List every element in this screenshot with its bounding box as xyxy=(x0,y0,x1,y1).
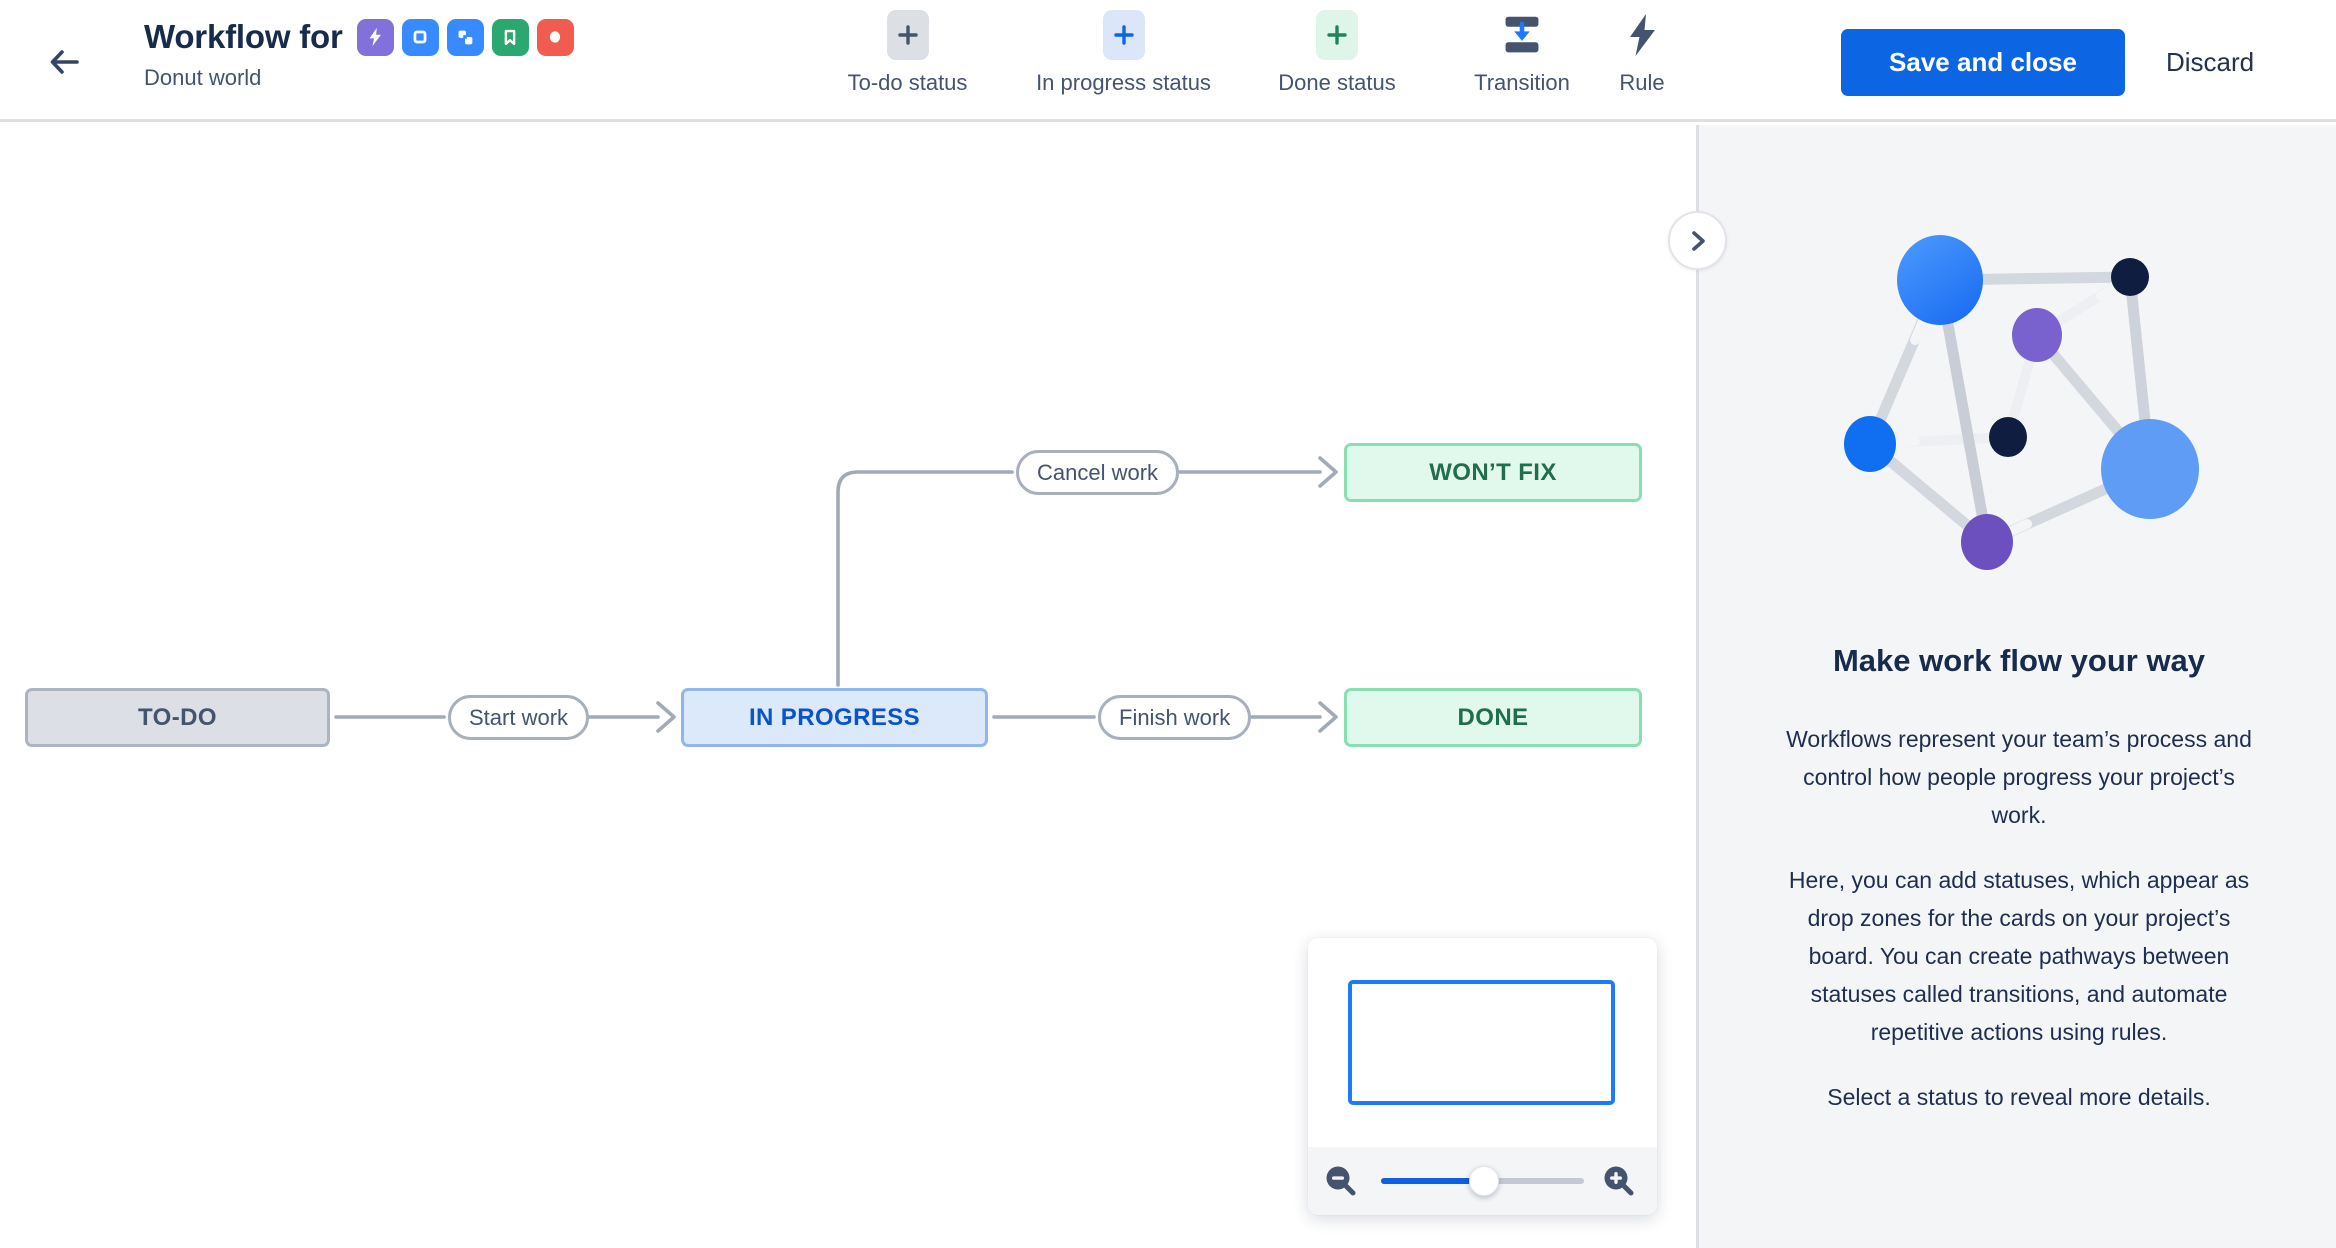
page-title: Workflow for xyxy=(144,18,343,55)
toolbar-label: Transition xyxy=(1474,70,1570,95)
plus-icon xyxy=(1316,10,1358,60)
toolbar-label: Done status xyxy=(1278,70,1396,95)
transition-connectors xyxy=(334,456,1338,733)
add-todo-status-button[interactable]: To-do status xyxy=(800,10,1015,96)
panel-heading: Make work flow your way xyxy=(1832,643,2206,678)
toolbar: To-do status In progress status Done sta… xyxy=(800,10,1682,96)
subtask-icon xyxy=(446,18,484,56)
back-arrow-icon xyxy=(50,50,79,74)
status-label: DONE xyxy=(1457,703,1529,731)
toolbar-label: Rule xyxy=(1619,70,1665,95)
status-node-todo[interactable]: TO-DO xyxy=(25,688,330,747)
zoom-slider-fill xyxy=(1381,1178,1484,1184)
minimap xyxy=(1308,938,1657,1215)
project-name: Donut world xyxy=(144,65,262,90)
panel-collapse-button[interactable] xyxy=(1668,211,1727,270)
node-purple-bottom xyxy=(1961,514,2013,570)
discard-button[interactable]: Discard xyxy=(2166,47,2255,77)
plus-icon xyxy=(1102,10,1145,60)
panel-paragraph: Here, you can add statuses, which appear… xyxy=(1788,867,2250,1045)
zoom-in-button[interactable] xyxy=(1602,1164,1636,1198)
node-purple-upper xyxy=(2012,308,2062,362)
workflow-canvas[interactable]: TO-DO IN PROGRESS DONE WON’T FIX Start w… xyxy=(0,125,1696,1248)
minimap-viewport-rect[interactable] xyxy=(1348,980,1615,1105)
transition-label: Finish work xyxy=(1119,704,1231,730)
minimap-zoom-bar xyxy=(1308,1147,1657,1215)
header: Workflow for xyxy=(0,0,2336,122)
rule-lightning-icon xyxy=(1621,10,1663,60)
toolbar-label: In progress status xyxy=(1036,70,1211,95)
title-block: Workflow for xyxy=(144,18,574,91)
bookmark-icon xyxy=(491,18,529,56)
node-navy-center xyxy=(1989,417,2027,457)
transition-label: Start work xyxy=(469,704,569,730)
add-done-status-button[interactable]: Done status xyxy=(1232,10,1442,96)
toolbar-label: To-do status xyxy=(847,70,968,95)
zoom-out-button[interactable] xyxy=(1324,1164,1358,1198)
status-node-done[interactable]: DONE xyxy=(1344,688,1642,747)
plus-icon xyxy=(886,10,929,60)
node-big-blue xyxy=(1897,235,1983,325)
node-blue-left xyxy=(1844,416,1896,472)
transition-label: Cancel work xyxy=(1037,459,1159,485)
bolt-icon xyxy=(356,18,394,56)
circle-icon xyxy=(536,18,574,56)
zoom-slider-thumb[interactable] xyxy=(1469,1166,1499,1196)
add-transition-button[interactable]: Transition xyxy=(1442,10,1602,96)
panel-copy: Workflows represent your team’s process … xyxy=(1784,720,2254,1116)
add-rule-button[interactable]: Rule xyxy=(1602,10,1682,96)
square-icon xyxy=(401,18,439,56)
save-and-close-button[interactable]: Save and close xyxy=(1841,29,2125,96)
chevron-right-icon xyxy=(1691,230,1705,251)
node-big-lightblue xyxy=(2101,419,2199,519)
info-panel: Make work flow your way Workflows repres… xyxy=(1668,125,2336,1248)
panel-paragraph: Workflows represent your team’s process … xyxy=(1786,726,2252,828)
network-illustration xyxy=(1844,235,2199,570)
panel-paragraph: Select a status to reveal more details. xyxy=(1827,1084,2211,1110)
transition-start-work[interactable]: Start work xyxy=(448,695,590,740)
status-node-wont-fix[interactable]: WON’T FIX xyxy=(1344,443,1642,502)
status-node-in-progress[interactable]: IN PROGRESS xyxy=(681,688,988,747)
minimap-view[interactable] xyxy=(1308,938,1657,1147)
project-icons xyxy=(356,18,574,56)
transition-icon xyxy=(1501,10,1543,60)
status-label: IN PROGRESS xyxy=(748,703,921,731)
add-inprogress-status-button[interactable]: In progress status xyxy=(1015,10,1232,96)
node-navy-small xyxy=(2111,258,2149,296)
transition-cancel-work[interactable]: Cancel work xyxy=(1016,450,1180,495)
back-button[interactable] xyxy=(42,40,86,84)
status-label: WON’T FIX xyxy=(1429,458,1557,486)
zoom-slider[interactable] xyxy=(1381,1166,1584,1196)
status-label: TO-DO xyxy=(138,703,217,731)
transition-finish-work[interactable]: Finish work xyxy=(1098,695,1252,740)
